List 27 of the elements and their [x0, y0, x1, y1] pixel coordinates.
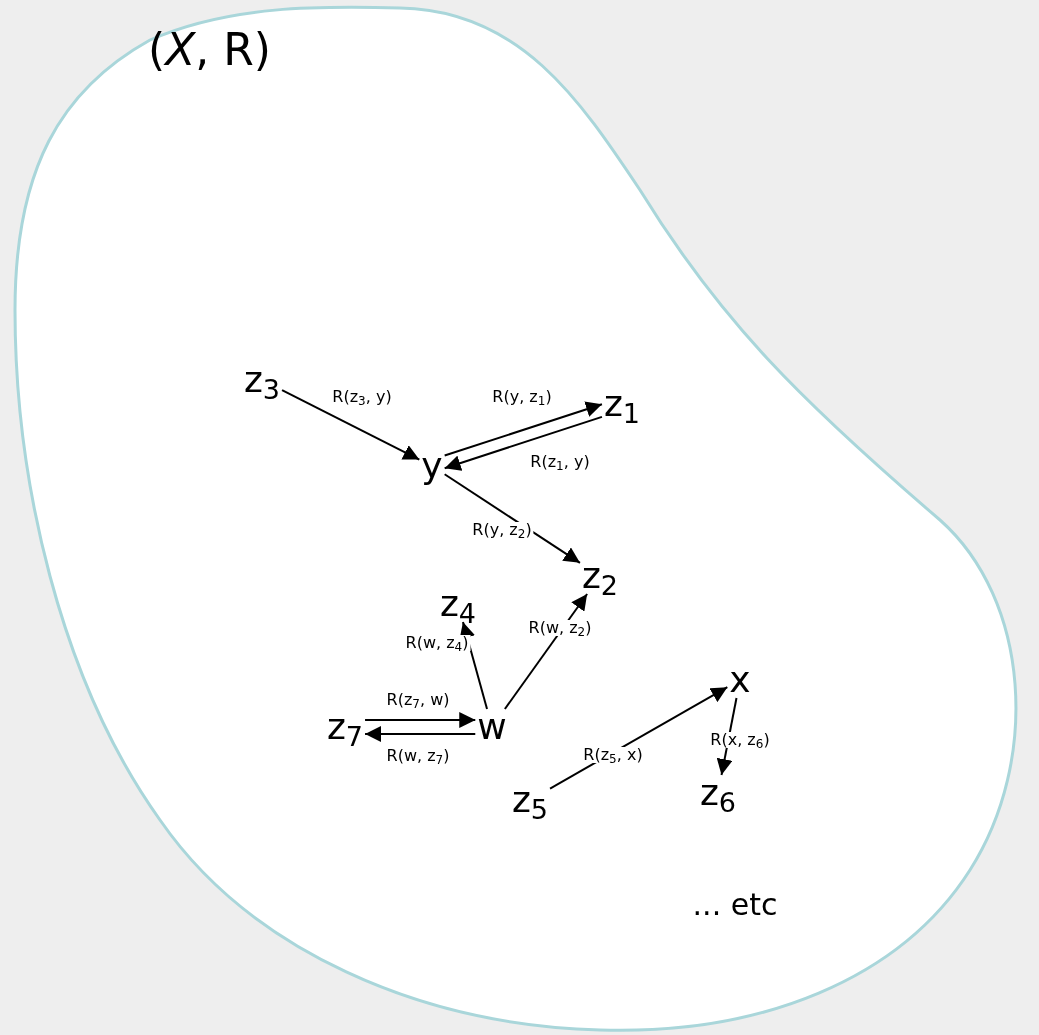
- arrow: [281, 389, 421, 461]
- variable-label: x: [727, 662, 753, 698]
- edge-label: R(y, z$_{2}$): [470, 522, 534, 538]
- arrow: [459, 621, 488, 710]
- set-title: (X, R): [148, 28, 272, 72]
- edge-label: R(y, z$_{1}$): [490, 389, 554, 405]
- edge-label: R(x, z$_{6}$): [708, 732, 772, 748]
- variable-label: z$_{7}$: [324, 709, 366, 745]
- variable-label: y: [419, 448, 445, 484]
- variable-label: z$_{1}$: [601, 386, 643, 422]
- variable-label: z$_{5}$: [509, 782, 551, 818]
- variable-label: z$_{4}$: [437, 586, 479, 622]
- edge-label: R(z$_{3}$, y): [330, 389, 394, 405]
- arrow: [364, 712, 477, 728]
- edge-label: R(z$_{1}$, y): [528, 454, 592, 470]
- variable-label: w: [475, 709, 509, 745]
- arrow: [443, 415, 603, 471]
- variable-label: z$_{2}$: [579, 558, 621, 594]
- variable-label: z$_{6}$: [697, 775, 739, 811]
- arrow: [443, 401, 603, 457]
- arrow: [443, 473, 581, 564]
- arrow: [549, 686, 729, 790]
- arrow: [503, 593, 589, 710]
- variable-label: z$_{3}$: [241, 362, 283, 398]
- arrow: [364, 726, 477, 742]
- edge-label: R(z$_{5}$, x): [581, 747, 645, 763]
- note-text: ... etc: [692, 890, 778, 920]
